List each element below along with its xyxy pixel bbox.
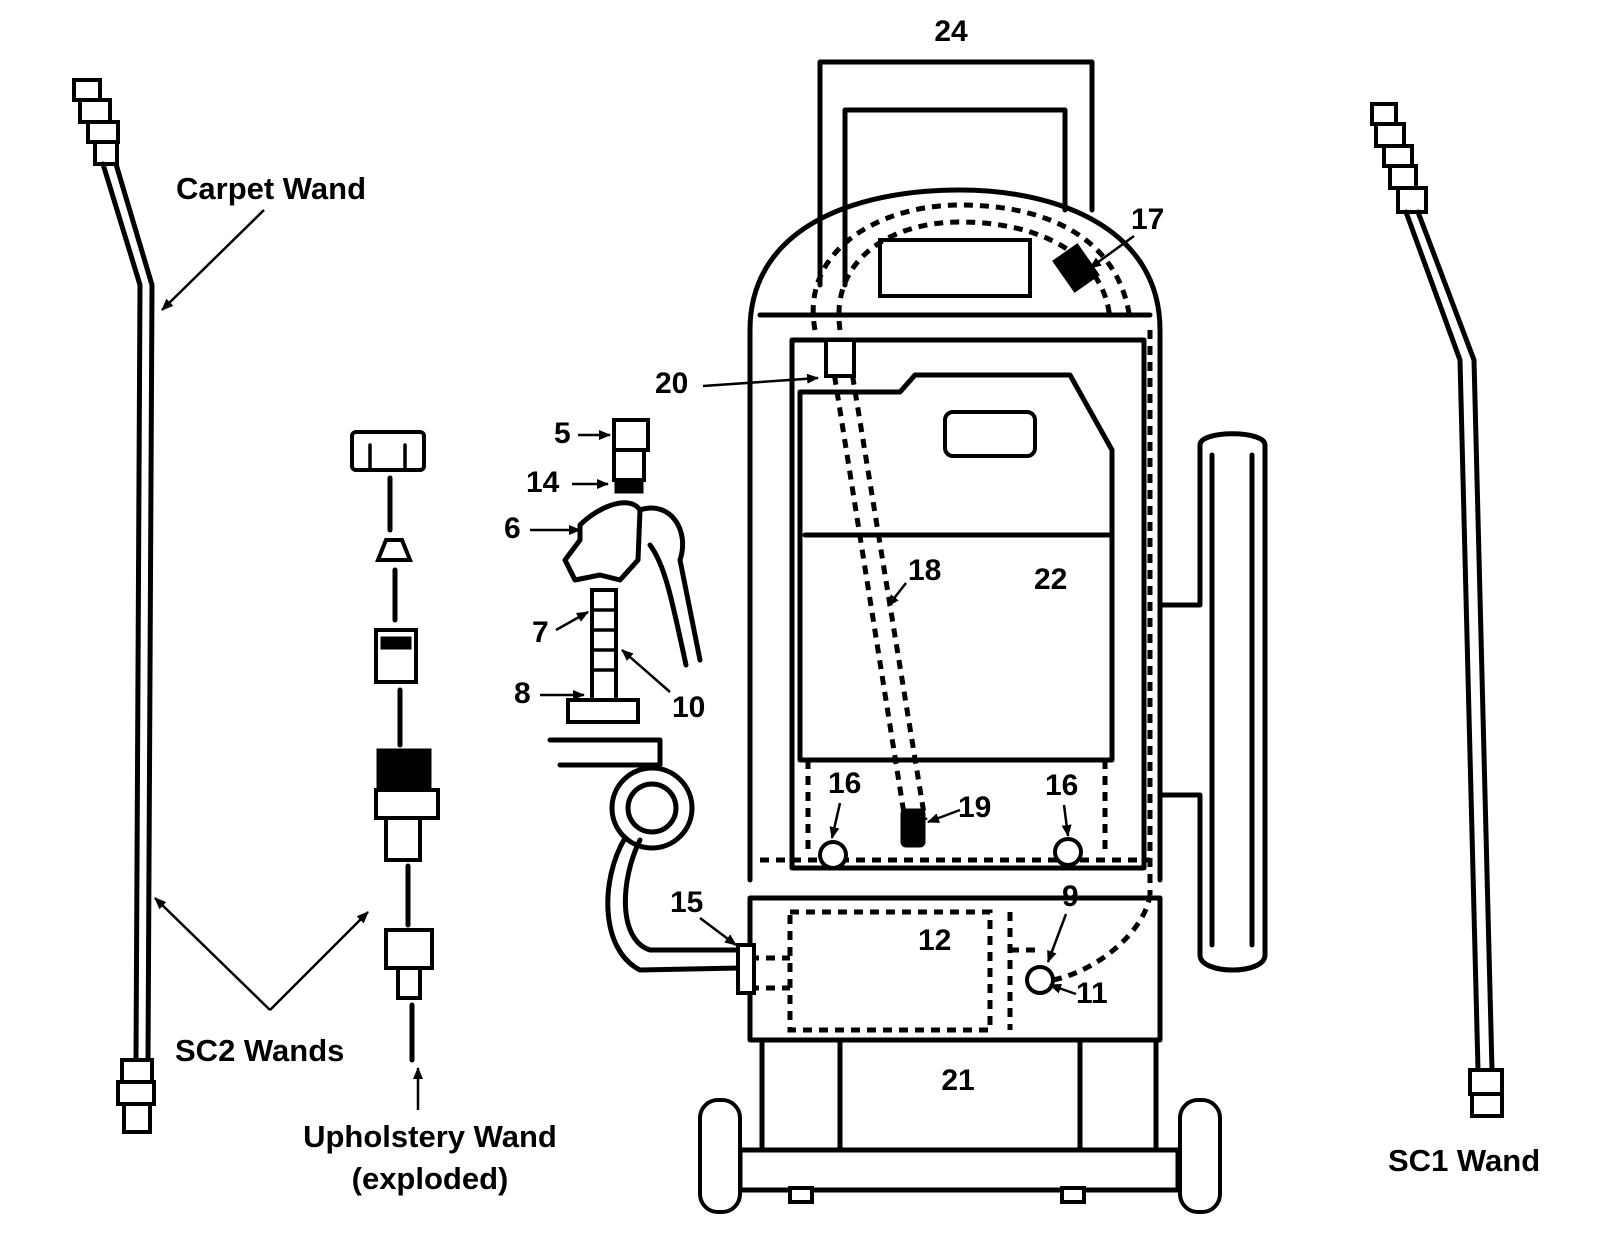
part-number-19: 19 <box>958 791 991 824</box>
part-number-21: 21 <box>941 1064 974 1097</box>
part-number-8: 8 <box>514 677 531 710</box>
part-number-10: 10 <box>672 691 705 724</box>
arrow-17 <box>1089 234 1135 270</box>
upholstery-wand-sublabel: (exploded) <box>352 1161 509 1196</box>
arrow-7 <box>555 610 589 632</box>
sc1-wand <box>1370 102 1504 1118</box>
carpet-wand-arrow <box>161 209 265 311</box>
part-number-6: 6 <box>504 512 521 545</box>
part-number-22: 22 <box>1034 563 1067 596</box>
part-number-18: 18 <box>908 554 941 587</box>
sc2-wands-label: SC2 Wands <box>175 1033 344 1068</box>
sc2-arrow-left <box>154 897 271 1011</box>
arrow-15 <box>699 917 737 946</box>
upholstery-wand-label: Upholstery Wand <box>303 1119 557 1154</box>
part-number-24: 24 <box>934 15 968 48</box>
upholstery-wand <box>350 430 440 1063</box>
arrow-18 <box>887 582 907 607</box>
arrow-16-left <box>829 802 842 839</box>
arrow-9 <box>1046 913 1068 963</box>
part-number-9: 9 <box>1062 880 1079 913</box>
part-number-20: 20 <box>655 367 688 400</box>
carpet-wand <box>72 78 156 1134</box>
part-number-7: 7 <box>532 616 549 649</box>
spray-gun <box>547 418 743 973</box>
part-number-12: 12 <box>918 924 951 957</box>
cart-unit <box>698 59 1268 1214</box>
arrow-19 <box>927 808 961 824</box>
part-number-17: 17 <box>1131 203 1164 236</box>
arrow-11 <box>1049 983 1077 996</box>
sc2-arrow-right <box>269 911 369 1011</box>
carpet-wand-label: Carpet Wand <box>176 171 366 206</box>
part-number-5: 5 <box>554 417 571 450</box>
part-number-11: 11 <box>1076 977 1108 1010</box>
part-number-14: 14 <box>526 466 560 499</box>
arrow-10 <box>621 649 671 693</box>
part-number-15: 15 <box>670 886 703 919</box>
arrow-20 <box>702 373 819 388</box>
arrow-16-right <box>1061 804 1072 837</box>
sc1-wand-label: SC1 Wand <box>1388 1143 1540 1178</box>
part-number-16-left: 16 <box>828 767 861 800</box>
part-number-16-right: 16 <box>1045 769 1078 802</box>
